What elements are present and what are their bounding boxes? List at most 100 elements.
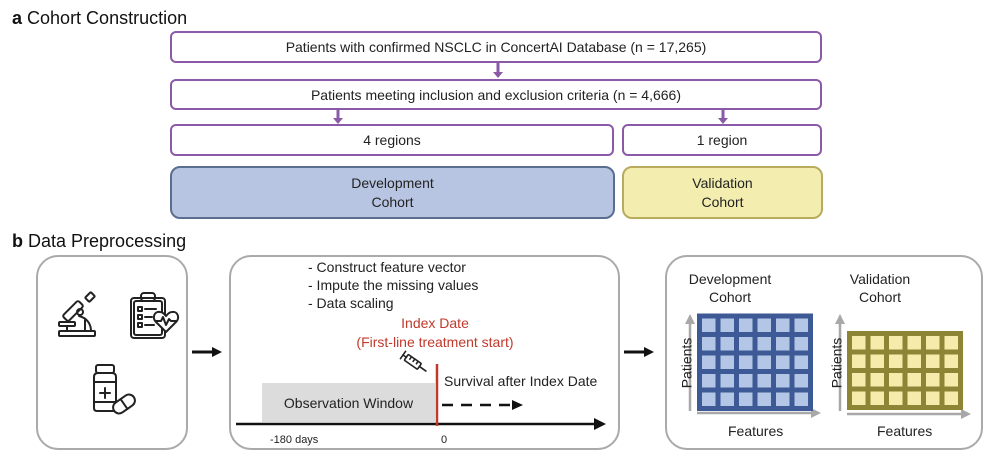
arrow-down-val <box>718 110 728 124</box>
dev-matrix-cell <box>702 355 716 369</box>
section-b-letter: b <box>12 231 23 251</box>
arrow-right-1 <box>192 347 222 357</box>
flow-box-val-regions-label: 1 region <box>696 132 748 148</box>
flow-box-criteria-label: Patients meeting inclusion and exclusion… <box>310 86 682 103</box>
index-date-subtitle: (First-line treatment start) <box>356 334 514 350</box>
index-date-title: Index Date <box>401 315 469 331</box>
val-matrix-title-line1: Validation <box>849 271 911 287</box>
val-matrix-cell <box>944 354 958 368</box>
dev-matrix-cell <box>720 392 734 406</box>
dev-matrix-cell <box>739 355 753 369</box>
val-matrix-cell <box>907 336 921 350</box>
dev-matrix-cell <box>739 318 753 332</box>
val-matrix-x-label: Features <box>877 423 933 439</box>
observation-window: Observation Window <box>262 383 435 422</box>
flow-box-all-patients: Patients with confirmed NSCLC in Concert… <box>170 31 822 63</box>
processing-steps-list: - Construct feature vector - Impute the … <box>308 258 478 312</box>
val-matrix-cell <box>870 336 884 350</box>
flow-box-val-regions: 1 region <box>622 124 822 156</box>
dev-matrix-cell <box>739 392 753 406</box>
dev-matrix-cell <box>757 374 771 388</box>
dev-matrix-cell <box>776 374 790 388</box>
flow-box-criteria: Patients meeting inclusion and exclusion… <box>170 79 822 110</box>
val-matrix-cell <box>852 391 866 405</box>
val-matrix-cell <box>870 391 884 405</box>
val-matrix-cell <box>870 354 884 368</box>
timeline-zero-label: 0 <box>441 434 448 446</box>
timeline-axis-arrowhead <box>594 418 606 430</box>
val-matrix-cell <box>926 336 940 350</box>
dev-matrix-cell <box>720 318 734 332</box>
val-matrix-cell <box>852 373 866 387</box>
dev-matrix-cell <box>776 337 790 351</box>
dev-matrix-cell <box>757 337 771 351</box>
arrow-down-dev <box>333 110 343 124</box>
val-matrix-y-label: Patients <box>828 337 845 389</box>
dev-matrix-x-label: Features <box>728 423 784 439</box>
processing-step: - Construct feature vector <box>308 259 466 275</box>
section-a-letter: a <box>12 8 23 28</box>
arrow-right-2 <box>624 347 654 357</box>
section-a-title-text: Cohort Construction <box>27 8 188 28</box>
validation-cohort-line1: Validation <box>692 174 753 191</box>
dev-matrix-cell <box>794 355 808 369</box>
dev-matrix-cell <box>702 337 716 351</box>
dev-matrix-cell <box>739 337 753 351</box>
flow-box-dev-regions: 4 regions <box>170 124 614 156</box>
dev-matrix-cell <box>776 355 790 369</box>
dev-matrix-cell <box>702 392 716 406</box>
dev-matrix-title-line1: Development <box>688 271 772 287</box>
val-matrix-title: Validation Cohort <box>830 270 930 306</box>
dev-matrix-axes <box>685 314 821 418</box>
val-matrix-cell <box>907 354 921 368</box>
flow-box-all-patients-label: Patients with confirmed NSCLC in Concert… <box>285 39 707 55</box>
timeline-start-label: -180 days <box>270 434 319 446</box>
validation-cohort-line2: Cohort <box>701 193 744 210</box>
processing-step: - Impute the missing values <box>308 277 479 293</box>
flow-box-dev-regions-label: 4 regions <box>363 132 421 148</box>
val-matrix-cell <box>944 391 958 405</box>
section-b-title-text: Data Preprocessing <box>28 231 187 251</box>
timeline <box>236 364 606 430</box>
val-matrix-cell <box>907 373 921 387</box>
dev-matrix-cell <box>720 374 734 388</box>
dev-matrix-cell <box>794 374 808 388</box>
survival-arrowhead <box>512 400 523 410</box>
validation-cohort-box: Validation Cohort <box>622 166 823 219</box>
val-matrix-title-line2: Cohort <box>858 289 902 305</box>
dev-matrix-cell <box>702 374 716 388</box>
dev-matrix-cell <box>720 337 734 351</box>
medicine-bottle-pill-icon <box>93 364 136 415</box>
data-sources-panel <box>36 255 188 450</box>
dev-matrix-cell <box>776 318 790 332</box>
dev-matrix-cell <box>720 355 734 369</box>
dev-matrix-title: Development Cohort <box>680 270 780 306</box>
val-matrix-axes <box>835 314 971 419</box>
val-matrix-cell <box>889 391 903 405</box>
val-matrix-cell <box>944 336 958 350</box>
index-date-label: Index Date (First-line treatment start) <box>330 314 540 352</box>
microscope-icon <box>58 291 96 337</box>
dev-matrix-cell <box>757 318 771 332</box>
syringe-icon <box>399 350 427 372</box>
dev-matrix-cell <box>794 318 808 332</box>
dev-matrix-grid <box>697 313 813 411</box>
dev-matrix-cell <box>757 355 771 369</box>
section-b-title: b Data Preprocessing <box>12 231 186 252</box>
val-matrix-cell <box>926 373 940 387</box>
survival-label: Survival after Index Date <box>444 373 598 389</box>
section-a-title: a Cohort Construction <box>12 8 187 29</box>
observation-window-label: Observation Window <box>283 394 414 411</box>
val-matrix-cell <box>889 336 903 350</box>
dev-matrix-frame <box>697 313 813 411</box>
development-cohort-box: Development Cohort <box>170 166 615 219</box>
development-cohort-line2: Cohort <box>371 193 414 210</box>
development-cohort-line1: Development <box>351 174 434 191</box>
val-matrix-cell <box>907 391 921 405</box>
dev-matrix-cell <box>702 318 716 332</box>
dev-matrix-y-label: Patients <box>678 337 695 389</box>
val-matrix-frame <box>847 331 963 410</box>
val-matrix-cell <box>852 354 866 368</box>
